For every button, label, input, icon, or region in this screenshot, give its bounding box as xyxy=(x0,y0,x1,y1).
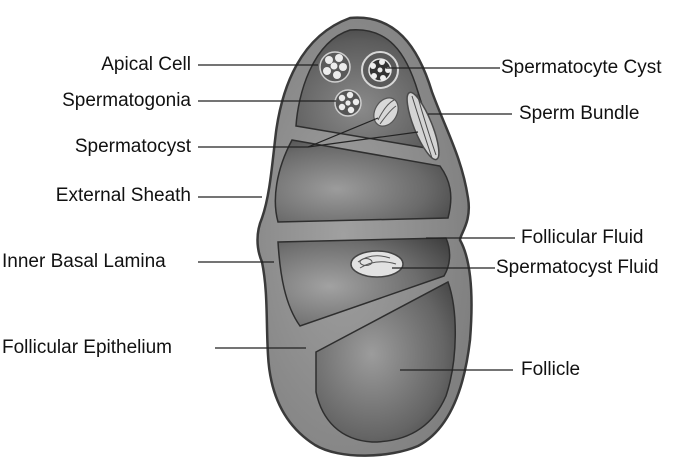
sperm-bundle xyxy=(406,91,440,161)
leader-spermatocyst-b1 xyxy=(307,117,379,148)
apical-cell-cluster xyxy=(319,51,351,83)
chamber-middle xyxy=(277,237,451,327)
label-external-sheath: External Sheath xyxy=(55,185,191,206)
label-spermatocyte-cyst: Spermatocyte Cyst xyxy=(501,57,662,78)
label-apical-cell: Apical Cell xyxy=(101,54,191,75)
spermatocyst-fluid-cyst xyxy=(350,250,404,278)
spermatocyte-cyst xyxy=(361,51,399,89)
chamber-follicle xyxy=(315,280,457,443)
leader-spermatocyst-b2 xyxy=(307,131,419,148)
chamber-upper xyxy=(274,139,452,223)
spermatogonia-cluster xyxy=(334,89,362,117)
leader-lines xyxy=(198,64,515,371)
label-inner-basal-lamina: Inner Basal Lamina xyxy=(2,251,166,272)
label-spermatocyst-fluid: Spermatocyst Fluid xyxy=(496,257,659,278)
spermatocyst-small xyxy=(373,97,399,127)
label-follicular-fluid: Follicular Fluid xyxy=(521,227,644,248)
label-spermatocyst: Spermatocyst xyxy=(74,136,191,157)
label-spermatogonia: Spermatogonia xyxy=(62,90,191,111)
label-follicular-epithelium: Follicular Epithelium xyxy=(2,337,173,358)
label-follicle: Follicle xyxy=(521,359,581,380)
label-sperm-bundle: Sperm Bundle xyxy=(519,103,640,124)
